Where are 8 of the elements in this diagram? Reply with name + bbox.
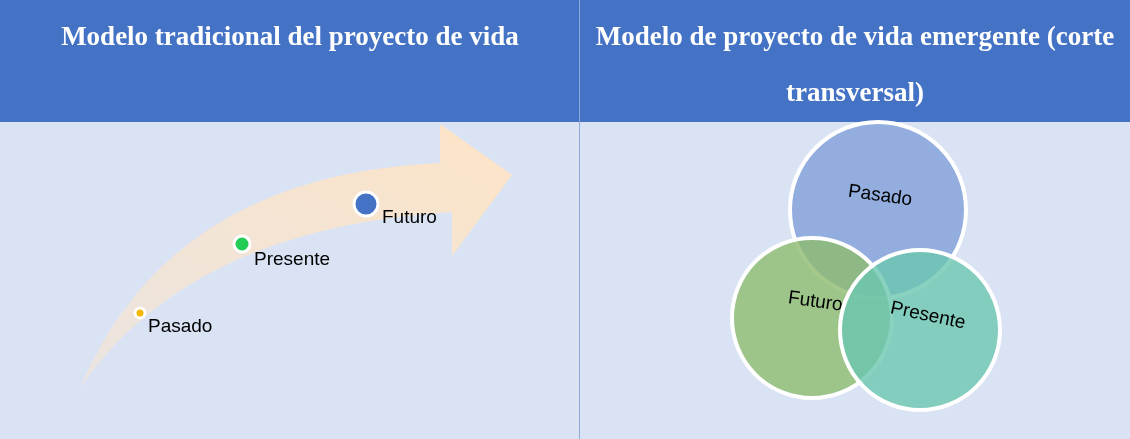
timeline-label: Pasado: [148, 315, 213, 337]
circle-label: Futuro: [786, 286, 845, 316]
timeline-label: Futuro: [382, 206, 437, 228]
circle-label: Presente: [888, 296, 968, 334]
timeline-label: Presente: [254, 248, 331, 270]
column-heading: Modelo de proyecto de vida emergente (corte transversal): [594, 20, 1116, 109]
circle-label: Pasado: [846, 179, 914, 211]
column-heading: Modelo tradicional del proyecto de vida: [60, 20, 520, 53]
